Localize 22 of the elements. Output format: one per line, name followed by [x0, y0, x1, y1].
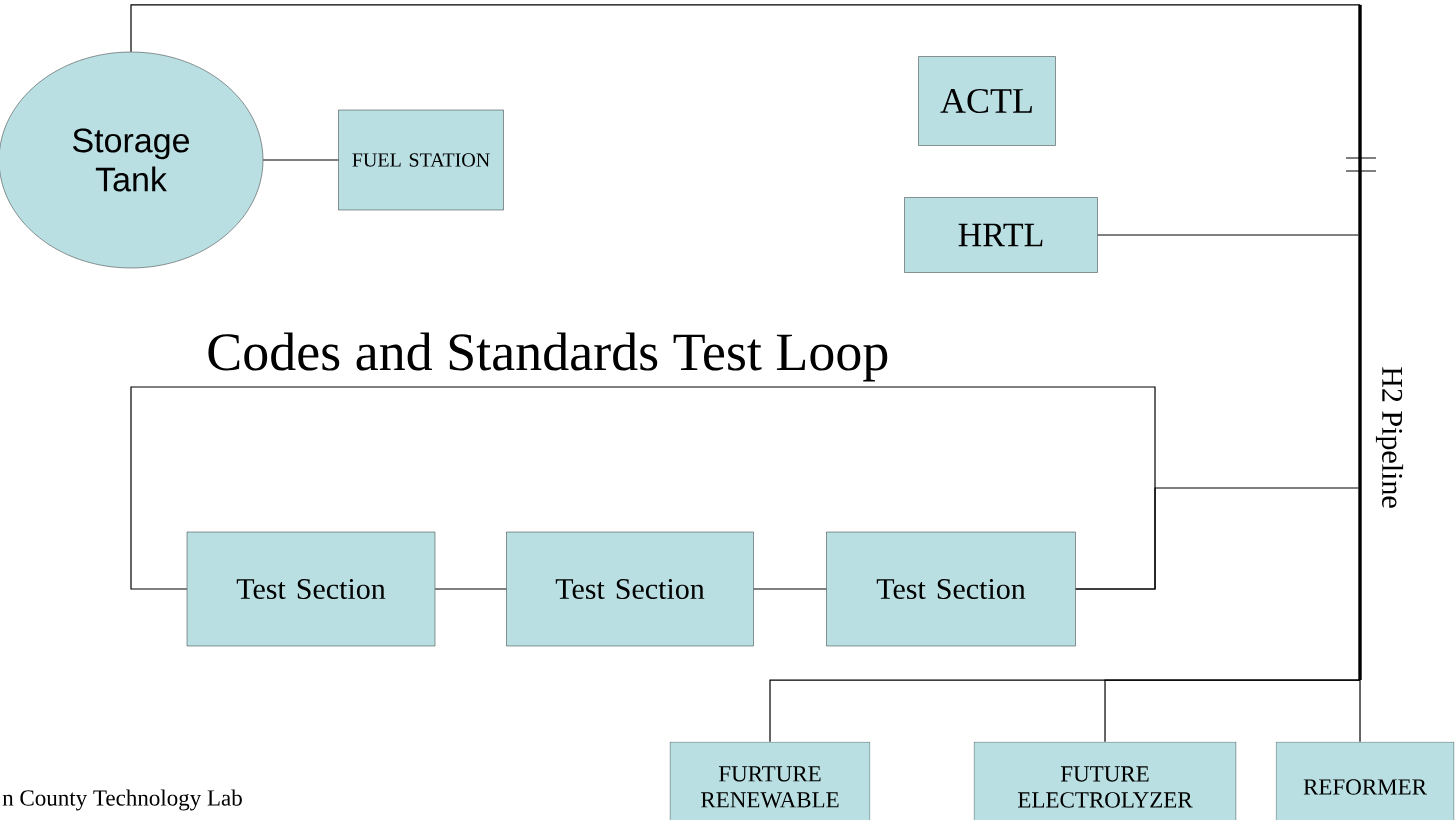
connector-line [130, 4, 1361, 53]
process-box: REFORMER [1275, 741, 1455, 820]
process-box: FURTURE RENEWABLE [669, 741, 871, 820]
heading: Codes and Standards Test Loop [208, 332, 888, 382]
process-box: FUEL STATION [338, 109, 504, 211]
footer-text: n County Technology Lab [2, 789, 242, 811]
pipeline [1358, 4, 1362, 681]
connector-line [1097, 234, 1359, 236]
connector-line [130, 386, 1156, 590]
connector-line [1104, 679, 1361, 743]
process-box: ACTL [918, 56, 1056, 146]
connector-line [1075, 487, 1359, 590]
process-box: FUTURE ELECTROLYZER [973, 741, 1237, 820]
process-box: Test Section [826, 531, 1076, 647]
connector-line [434, 588, 507, 590]
process-box: HRTL [904, 197, 1098, 273]
connector-line [1359, 679, 1361, 743]
connector-line [753, 588, 827, 590]
process-box: Test Section [506, 531, 754, 647]
process-box: Test Section [186, 531, 436, 647]
pipeline-label: H2 Pipeline [1375, 367, 1404, 508]
connector-line [262, 159, 339, 161]
